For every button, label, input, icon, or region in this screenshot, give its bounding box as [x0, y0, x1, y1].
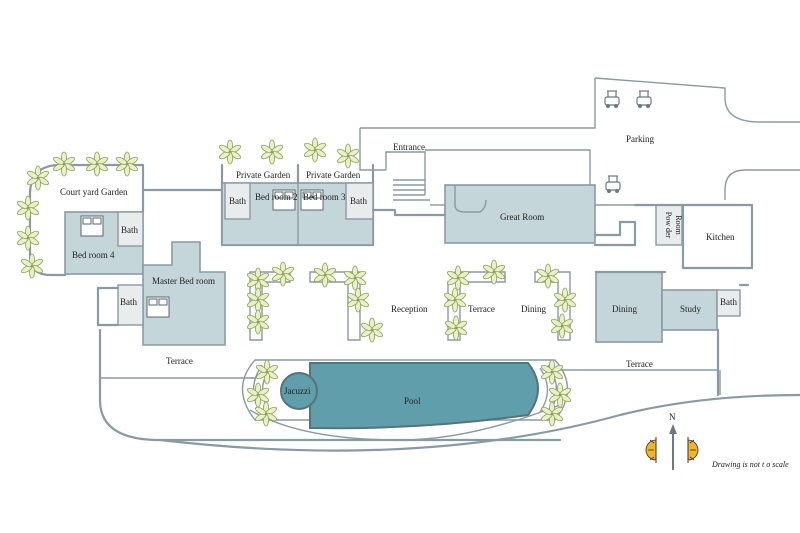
bed-icon: [146, 296, 170, 318]
bed-icon: [80, 215, 104, 237]
label-bath-study: Bath: [720, 297, 737, 307]
parking-area: [359, 77, 800, 200]
label-bedroom-3: Bed room 3: [303, 192, 346, 202]
label-jacuzzi: Jacuzzi: [284, 386, 311, 396]
label-private-garden-2: Private Garden: [306, 170, 361, 180]
label-terrace-center: Terrace: [468, 304, 495, 314]
label-powder-room-1: Pow der: [664, 212, 673, 239]
label-kitchen: Kitchen: [706, 232, 735, 242]
label-reception: Reception: [391, 304, 428, 314]
jacuzzi: [280, 372, 318, 410]
label-parking: Parking: [626, 134, 654, 144]
golf-cart-icon: [636, 90, 652, 109]
bath-bedroom-4: [117, 211, 144, 247]
compass-icon: [645, 424, 699, 470]
label-pool: Pool: [404, 396, 421, 406]
label-dining-room: Dining: [612, 304, 638, 314]
bath-bedroom-2: [224, 182, 251, 220]
label-terrace-right: Terrace: [626, 359, 653, 369]
label-bath-bedroom-3: Bath: [350, 196, 367, 206]
label-bath-bedroom-4: Bath: [121, 225, 138, 235]
label-bedroom-2: Bed room 2: [255, 192, 298, 202]
label-bath-bedroom-2: Bath: [229, 196, 246, 206]
label-entrance: Entrance: [393, 142, 425, 152]
label-private-garden-1: Private Garden: [236, 170, 291, 180]
bath-master: [117, 284, 144, 326]
golf-cart-icon: [605, 175, 621, 194]
entrance-steps: [393, 179, 445, 206]
label-study: Study: [680, 304, 702, 314]
master-bedroom: [142, 241, 226, 346]
bath-bedroom-3: [345, 182, 374, 220]
courtyard-garden: [28, 163, 224, 277]
great-room: [444, 184, 596, 244]
golf-cart-icon: [604, 90, 620, 109]
label-terrace-left: Terrace: [166, 356, 193, 366]
label-great-room: Great Room: [500, 212, 544, 222]
bath-study: [716, 289, 741, 317]
label-dining-center: Dining: [521, 304, 547, 314]
label-bedroom-4: Bed room 4: [72, 250, 115, 260]
pool: [309, 362, 539, 430]
label-courtyard-garden: Court yard Garden: [60, 187, 128, 197]
label-master-bedroom: Master Bed room: [152, 276, 215, 286]
label-compass-n: N: [669, 412, 676, 422]
study: [661, 289, 718, 331]
label-powder-room-2: Room: [674, 215, 683, 235]
label-bath-master: Bath: [120, 297, 137, 307]
label-scale-note: Drawing is not t o scale: [711, 460, 789, 469]
